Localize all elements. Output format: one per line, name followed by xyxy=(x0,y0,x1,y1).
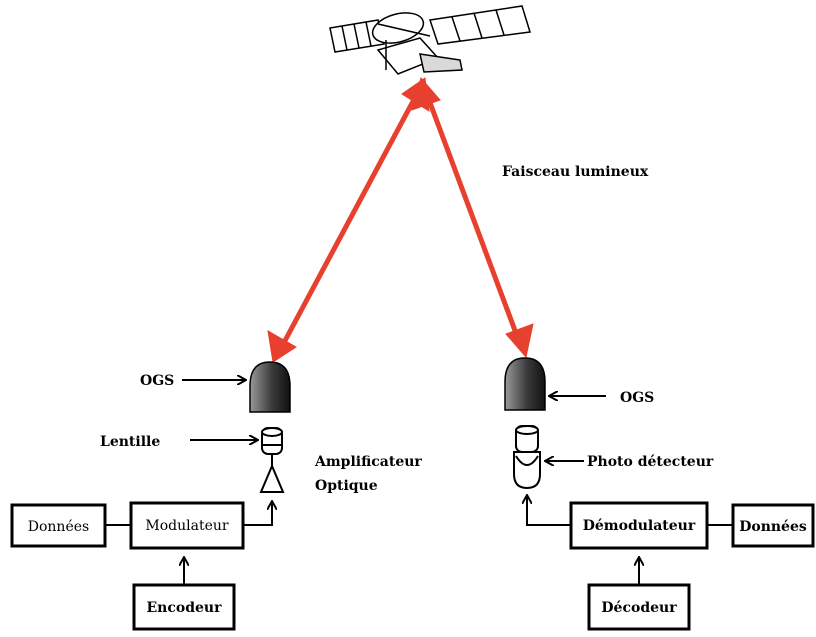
ogs-label-left: OGS xyxy=(140,373,174,389)
light-beam-left xyxy=(267,77,430,363)
modulator-to-amplifier-link xyxy=(243,502,272,526)
encoder-box xyxy=(132,583,236,631)
ogs-dome-icon xyxy=(249,361,291,413)
ogs-dome-icon xyxy=(504,357,546,411)
amplifier-triangle-icon xyxy=(259,463,285,493)
demodulator-box-label: Démodulateur xyxy=(583,518,696,534)
modulator-box-label: Modulateur xyxy=(145,518,228,534)
light-beam-right xyxy=(411,76,534,359)
lens-label: Lentille xyxy=(100,434,160,450)
decoder-box-label: Décodeur xyxy=(601,600,677,616)
photodetector-label: Photo détecteur xyxy=(587,454,714,470)
data-box-right xyxy=(731,503,815,548)
decoder-box xyxy=(587,583,691,631)
modulator-box xyxy=(129,501,245,550)
satellite-icon xyxy=(329,5,531,75)
data-box-left xyxy=(10,503,107,548)
amplifier-label-line2: Optique xyxy=(315,478,378,494)
data-box-right-label: Données xyxy=(739,519,807,535)
lens-icon xyxy=(261,427,283,455)
demodulator-to-photodetector-link xyxy=(527,496,571,526)
photodetector-icon xyxy=(513,425,541,490)
encoder-box-label: Encodeur xyxy=(147,600,223,616)
ogs-label-right: OGS xyxy=(620,390,654,406)
data-box-left-label: Données xyxy=(28,519,89,535)
beam-label: Faisceau lumineux xyxy=(502,164,649,180)
amplifier-label-line1: Amplificateur xyxy=(314,454,422,470)
